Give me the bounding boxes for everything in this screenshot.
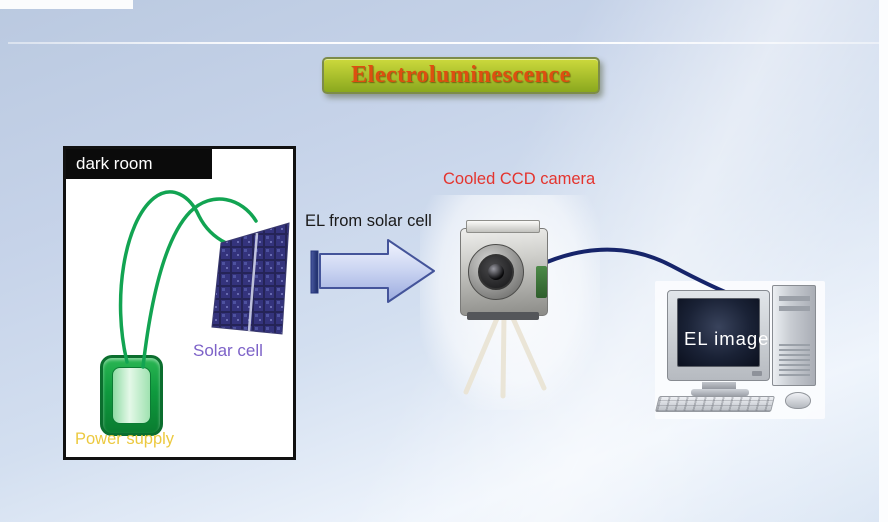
cooled-ccd-camera-label: Cooled CCD camera	[443, 170, 596, 188]
solar-cell-label: Solar cell	[193, 341, 263, 360]
camera-lens-mid	[478, 254, 514, 290]
dark-room-header: dark room	[66, 149, 212, 179]
el-image-screen-text: EL image	[684, 328, 770, 349]
keyboard-icon	[655, 396, 775, 412]
dark-room-label: dark room	[76, 154, 153, 173]
power-supply-battery-icon	[100, 355, 163, 436]
camera-base	[467, 312, 539, 320]
camera-lens-icon	[468, 244, 524, 300]
dark-room-box: dark room	[63, 146, 296, 460]
slide-title: Electroluminescence	[351, 62, 571, 88]
camera-lens-inner	[488, 264, 504, 280]
tower-vents	[779, 344, 810, 378]
camera-circuit-board	[536, 266, 547, 298]
el-block-arrow-icon	[319, 239, 435, 303]
monitor-power-button	[752, 371, 762, 376]
power-supply-label: Power supply	[75, 430, 175, 448]
tower-drive-slot	[779, 296, 810, 301]
ccd-camera-icon	[458, 220, 550, 322]
monitor-neck	[702, 382, 736, 389]
desktop-computer-icon	[655, 280, 825, 420]
monitor-stand-base	[691, 389, 749, 396]
divider-line	[8, 42, 879, 44]
el-from-solar-cell-label: EL from solar cell	[305, 212, 432, 230]
computer-tower-icon	[772, 285, 816, 386]
arrow-connector-bar	[310, 250, 319, 294]
slide-edge-right	[879, 0, 888, 522]
battery-core	[112, 367, 151, 424]
title-banner: Electroluminescence	[322, 57, 600, 94]
camera-top-plate	[466, 220, 540, 233]
mouse-icon	[785, 392, 811, 409]
tower-drive-slot	[779, 306, 810, 311]
slide-edge-top-left	[0, 0, 133, 9]
